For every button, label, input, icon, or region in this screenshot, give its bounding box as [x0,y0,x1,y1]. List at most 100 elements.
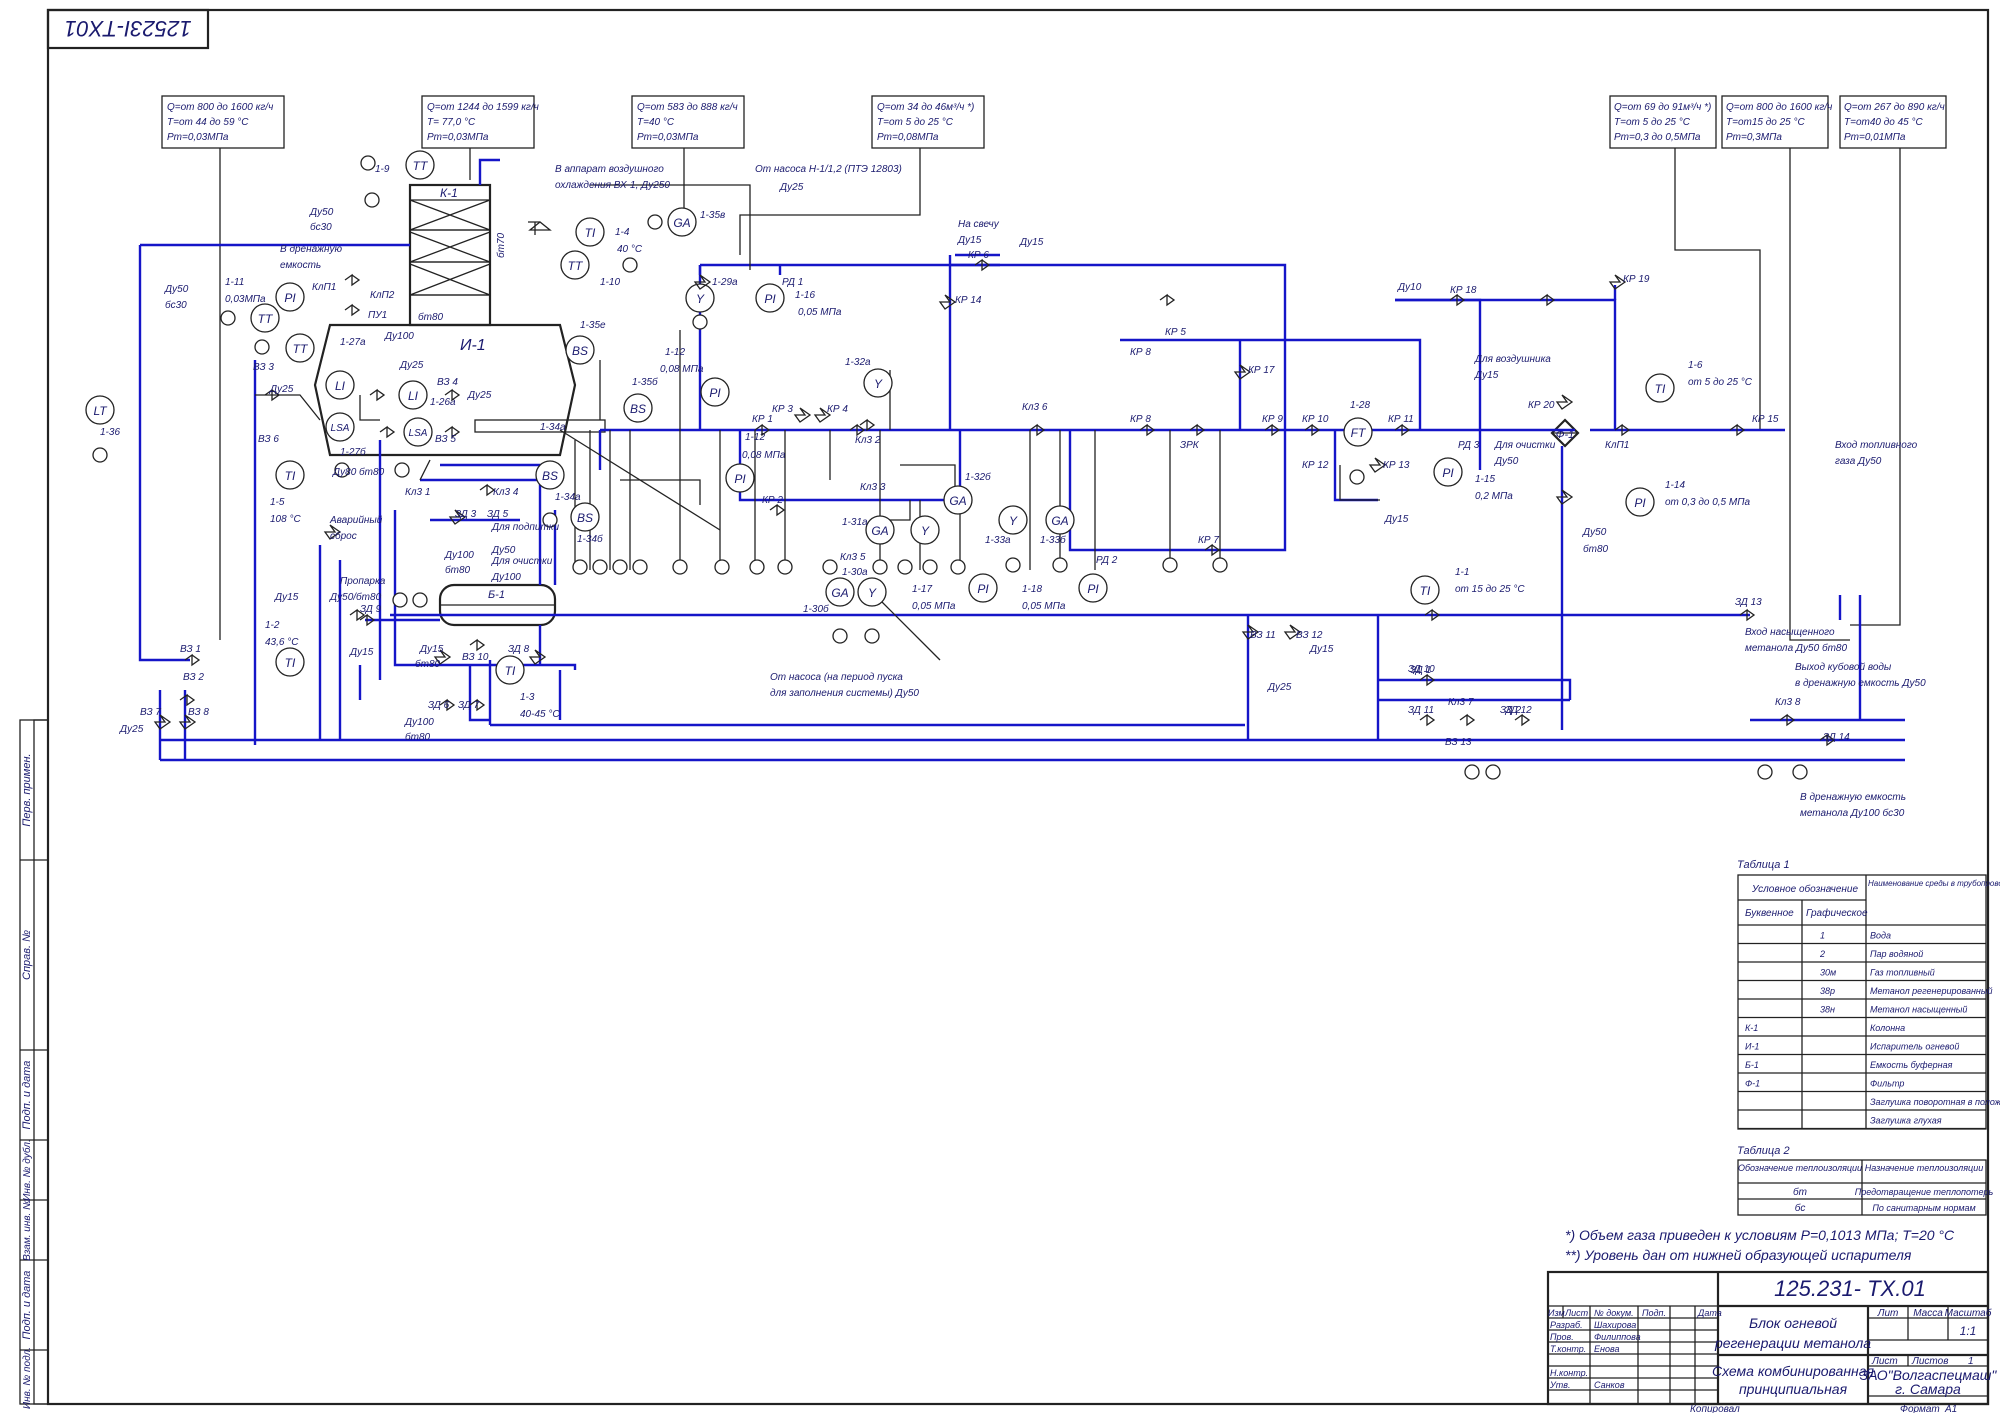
instrument-position: 1-4 [615,227,630,238]
instrument-value: 108 °C [270,514,301,525]
titleblock-company: ЗАО"Волгаспецмаш" [1860,1367,1998,1383]
svg-text:Y: Y [1009,514,1018,528]
instrument-bubble: GA [667,207,697,237]
callout-text: Q=от 69 до 91м³/ч *) [1614,102,1711,113]
svg-text:Кл3 7: Кл3 7 [1448,697,1474,708]
instrument-position: 1-17 [912,584,932,595]
svg-text:ЗД 12: ЗД 12 [1505,705,1532,716]
label-du15: Ду15 [1384,514,1409,525]
svg-text:ЗД 2: ЗД 2 [1500,705,1522,716]
callout-text: Pт=0,01МПа [1844,132,1906,143]
label-du25: Ду25 [269,384,294,395]
svg-text:ПУ1: ПУ1 [368,310,387,321]
instrument-bubble: FT [1343,417,1373,447]
instrument-value: 0,05 МПа [912,601,956,612]
svg-text:Кл3 3: Кл3 3 [860,482,886,493]
instrument-bubble: TT [285,333,315,363]
side-label: Взам. инв. № [22,1199,33,1261]
instrument-bubble: TI [275,460,305,490]
instrument-value: 40 °C [617,244,643,255]
svg-text:ВЗ 13: ВЗ 13 [1445,737,1472,748]
svg-text:GA: GA [673,216,690,230]
svg-text:ЗД 11: ЗД 11 [1408,705,1434,716]
instrument-bubble: PI [275,282,305,312]
instrument-bubble: Y [857,577,887,607]
svg-text:TT: TT [568,259,584,273]
instrument-position: 1-30а [842,567,868,578]
svg-text:LT: LT [93,404,108,418]
svg-text:Кл3 6: Кл3 6 [1022,402,1048,413]
valve-symbols [153,258,1836,747]
svg-text:КлП2: КлП2 [370,290,395,301]
filter-label: Ф-1 [1556,429,1575,441]
instrument-bubble: LI [325,370,355,400]
label-bt80: бт80 [415,658,441,670]
svg-text:GA: GA [831,586,848,600]
svg-text:ЗД 1: ЗД 1 [1410,665,1431,676]
drawing-doc-2: принципиальная [1739,1381,1848,1397]
table-header: Графическое [1806,907,1868,919]
callout-text: Pт=0,3МПа [1726,132,1782,143]
svg-text:КлП1: КлП1 [312,282,336,293]
instrument-bubble: PI [1078,573,1108,603]
buffer-label: Б-1 [488,589,505,601]
instrument-bubble: PI [755,283,785,313]
svg-text:GA: GA [1051,514,1068,528]
instrument-position: 1-34б [577,533,603,545]
svg-text:КР 18: КР 18 [1450,285,1477,296]
table-cell: бс [1795,1202,1806,1214]
label-du100: Ду100 [384,331,414,342]
svg-text:TI: TI [1420,584,1431,598]
svg-text:КР 17: КР 17 [1248,365,1275,376]
svg-text:КР 13: КР 13 [1383,460,1410,471]
table-header: Условное обозначение [1751,883,1858,895]
callout-boxes: Q=от 800 до 1600 кг/ч T=от 44 до 59 °C P… [161,95,1947,641]
svg-text:КР 14: КР 14 [955,295,982,306]
svg-text:ВЗ 12: ВЗ 12 [1296,630,1323,641]
instrument-bubble: Y [863,368,893,398]
svg-text:PI: PI [284,291,296,305]
table-cell: Заглушка поворотная в положении открыто [1870,1097,2000,1107]
instrument-bubble: BS [623,393,653,423]
instrument-bubble: TT [405,150,435,180]
buffer-b1: Б-1 [438,583,557,627]
callout-text: Pт=0,08МПа [877,132,939,143]
table-cell: Емкость буферная [1870,1060,1953,1070]
instrument-position: 1-28 [1350,400,1370,411]
label-steaming: Пропарка [340,576,386,587]
svg-text:BS: BS [572,344,588,358]
instrument-position: 1-2 [265,620,280,631]
svg-text:Y: Y [696,292,705,306]
svg-text:LI: LI [335,379,346,393]
instrument-bubble: PI [968,573,998,603]
column-k1: К-1 бт80 бт70 [408,183,552,327]
callout-text: Pт=0,03МПа [637,132,699,143]
table-cell: Вода [1870,931,1891,941]
svg-text:КлП1: КлП1 [1605,440,1629,451]
instrument-bubble: PI [700,377,730,407]
svg-text:PI: PI [734,472,746,486]
titleblock-person: Пров. [1550,1332,1574,1342]
instrument-bubble: BS [565,335,595,365]
label-sat-in-2: метанола Ду50 бт80 [1745,642,1847,654]
filter-f1: Ф-1 [1550,418,1580,448]
svg-text:TI: TI [505,664,516,678]
label-fuel-in-2: газа Ду50 [1835,456,1882,467]
instrument-bubble: LT [85,395,115,425]
label-from-pump: От насоса Н-1/1,2 (ПТЭ 12803) [755,164,902,175]
instrument-position: 1-15 [1475,474,1495,485]
table-1: Таблица 1 Условное обозначение Наименова… [1737,859,2000,1130]
callout-text: T=40 °C [637,117,675,128]
titleblock-header: Подп. [1642,1308,1666,1318]
titleblock-header: Изм [1548,1308,1565,1318]
label-du15: Ду15 [1019,237,1044,248]
label-du25: Ду25 [467,390,492,401]
label-bt80: бт80 [1583,543,1609,555]
svg-text:ЗД 10: ЗД 10 [1408,664,1435,675]
label-to-cooler: В аппарат воздушного [555,164,664,175]
instrument-position: 1-5 [270,497,285,508]
titleblock-header: № докум. [1594,1308,1634,1318]
label-to-drain: В дренажную [280,244,343,255]
instrument-bubble: LSA [325,412,355,442]
